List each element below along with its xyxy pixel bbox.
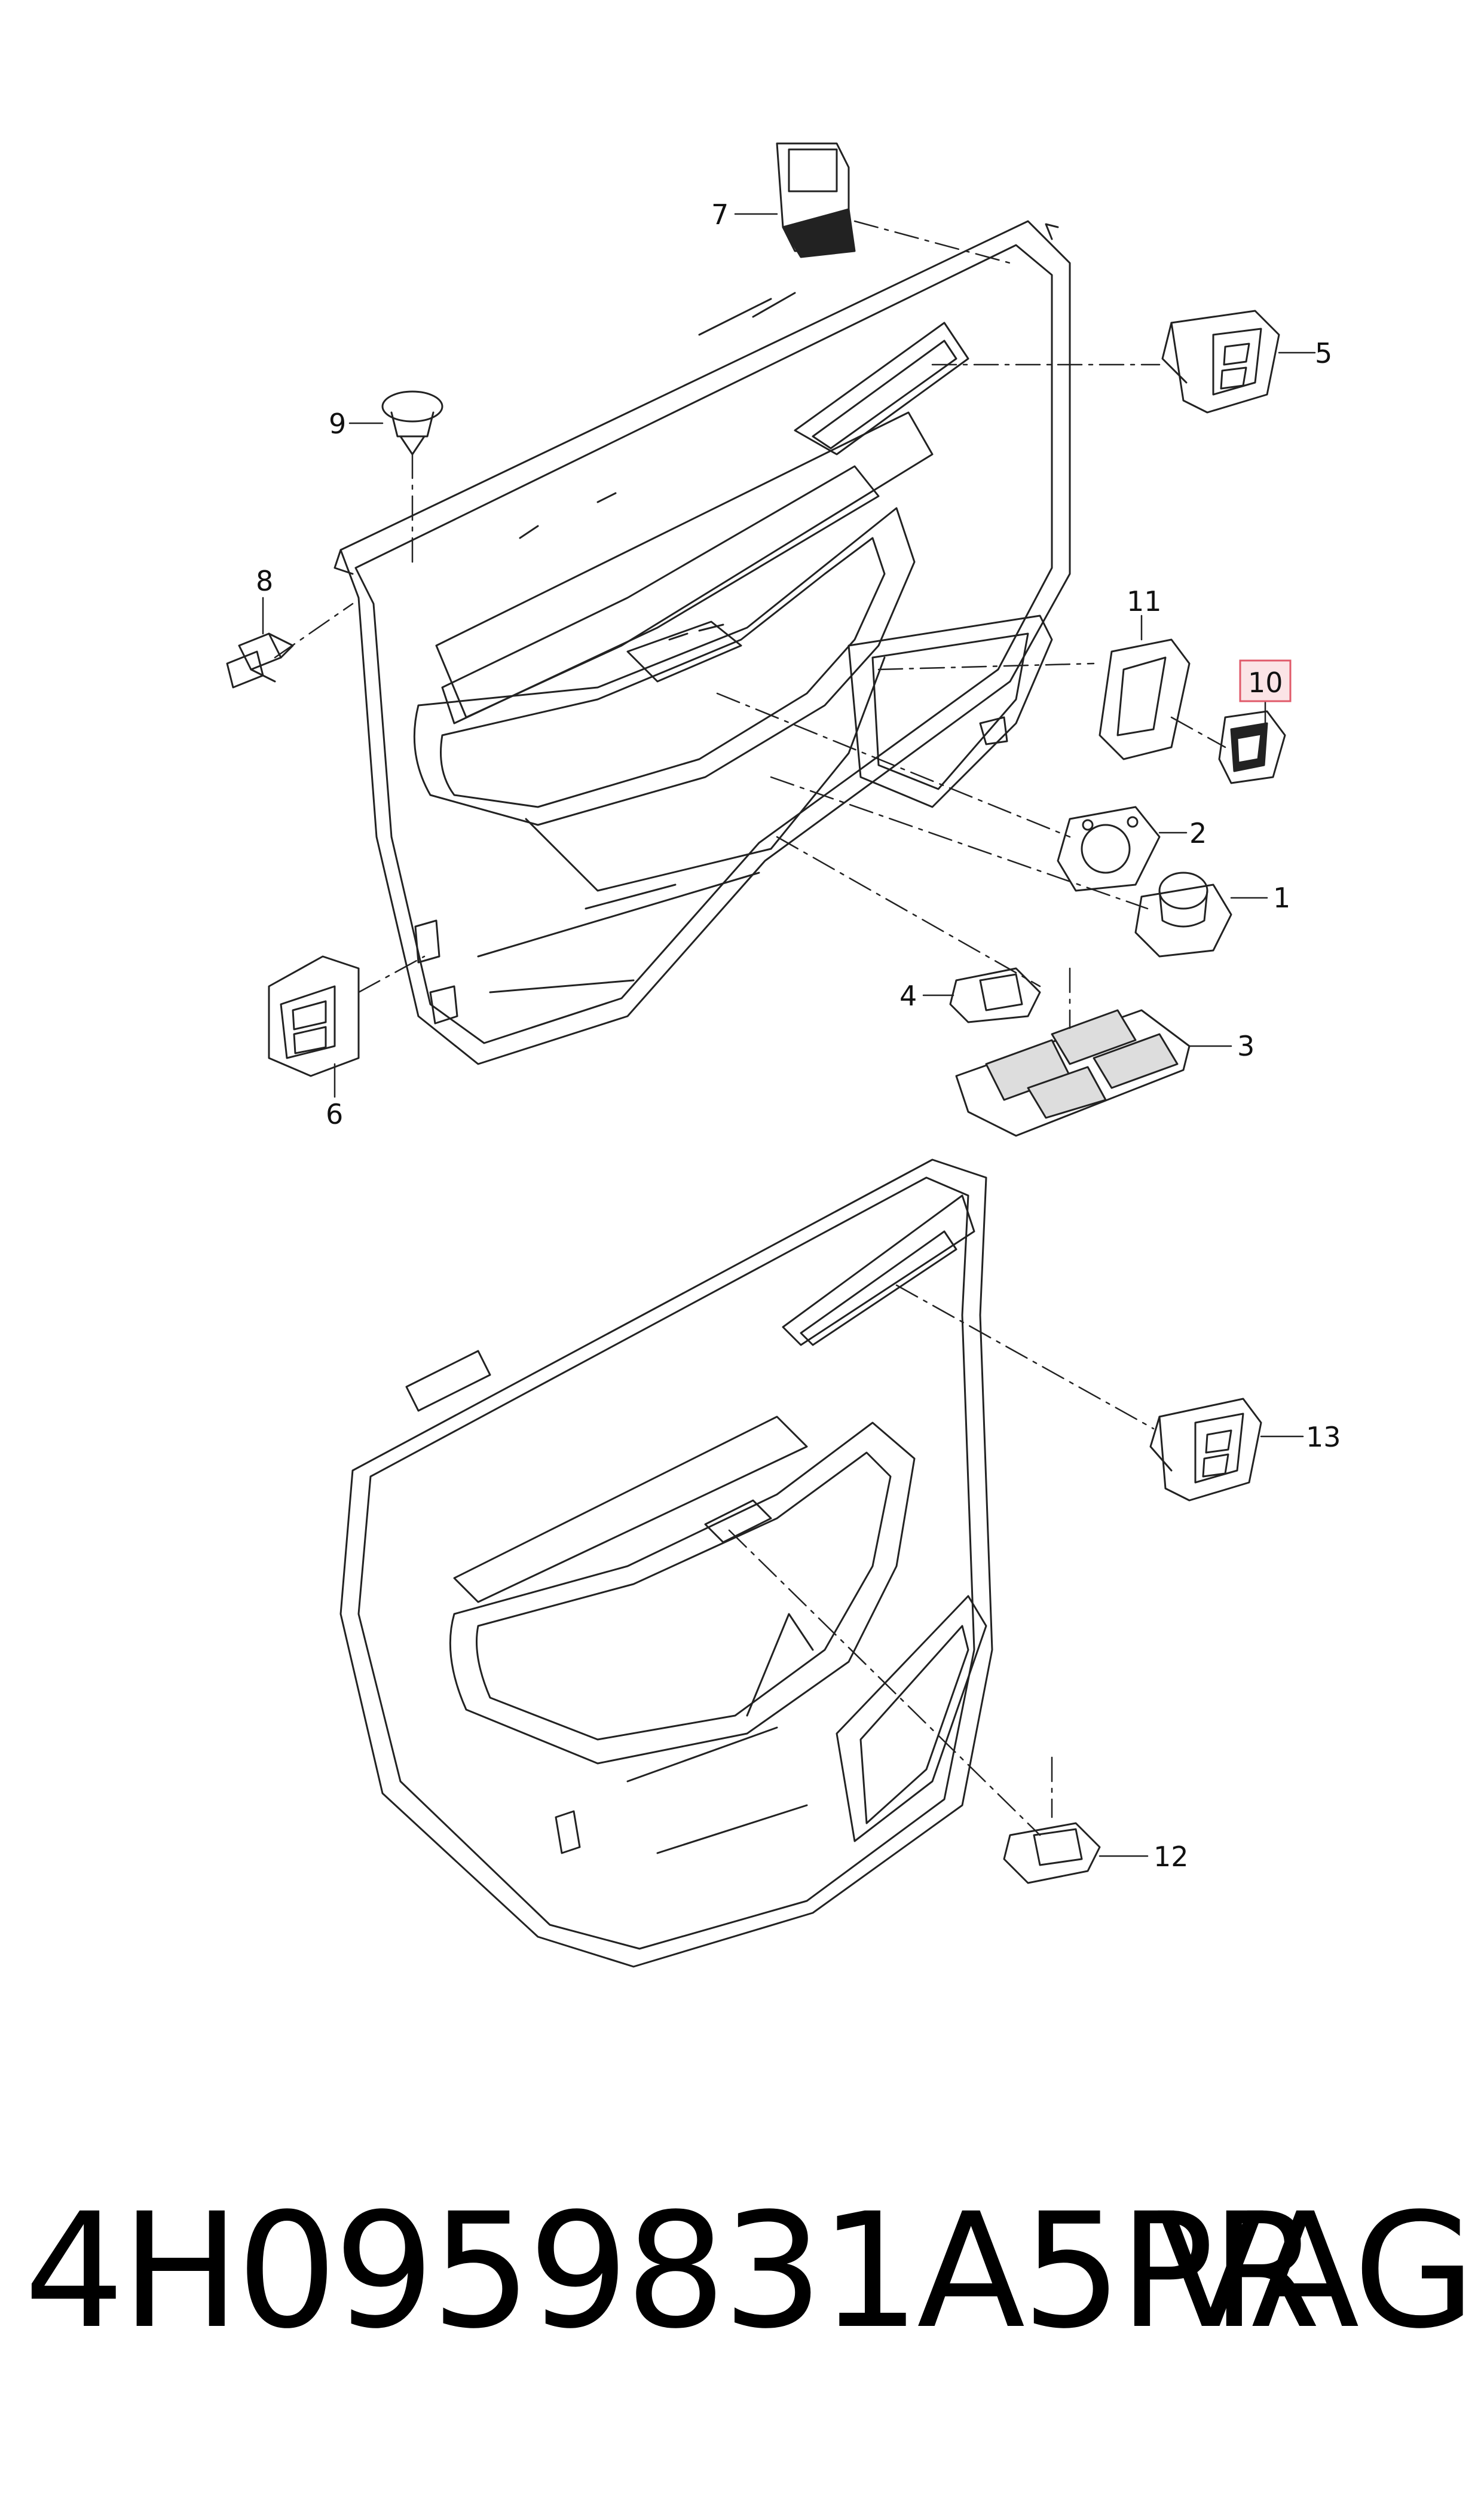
assembly-lines (274, 220, 1226, 1836)
callout-1: 1 (1273, 882, 1290, 914)
callout-10: 10 (1248, 667, 1283, 699)
exploded-parts-diagram: 7 5 9 8 6 11 10 2 1 4 3 13 12 (226, 142, 1341, 1968)
callout-labels: 7 5 9 8 6 11 10 2 1 4 3 13 12 (256, 198, 1341, 1873)
part-7-trim-cover (776, 142, 856, 258)
callout-4: 4 (899, 980, 917, 1012)
part-9-expansion-clip (381, 390, 443, 455)
part-6-window-switch (268, 955, 360, 1077)
callout-13: 13 (1306, 1421, 1341, 1453)
callout-7: 7 (711, 198, 729, 231)
callout-6: 6 (326, 1098, 343, 1130)
callout-11: 11 (1127, 585, 1162, 617)
part-4-single-window-switch (949, 967, 1041, 1023)
part-2-mirror-switch-bezel (1057, 806, 1161, 892)
part-8-retaining-stud (226, 632, 294, 689)
callout-5: 5 (1315, 337, 1332, 369)
part-13-rear-door-switch (1149, 1398, 1262, 1502)
part-5-seat-memory-switch (1161, 310, 1280, 414)
part-number-caption: 4H0959831A5PR (24, 2179, 1321, 2364)
rear-door-trim-panel (339, 1158, 993, 1968)
leader-lines (262, 213, 1316, 1857)
callout-2: 2 (1189, 817, 1207, 849)
part-12-rear-window-switch (1003, 1822, 1101, 1884)
part-1-mirror-adjust-switch (1134, 872, 1232, 958)
callout-8: 8 (256, 565, 273, 597)
part-10-door-switch (1218, 710, 1286, 784)
front-door-trim-panel (333, 220, 1071, 1065)
callout-10-highlight (1239, 659, 1292, 702)
callout-12: 12 (1153, 1841, 1189, 1873)
brand-caption: VAG (1156, 2179, 1476, 2364)
part-11-switch-bezel (1099, 638, 1191, 760)
callout-3: 3 (1237, 1030, 1254, 1062)
part-3-window-switch-block (955, 1009, 1191, 1137)
callout-9: 9 (329, 408, 346, 440)
